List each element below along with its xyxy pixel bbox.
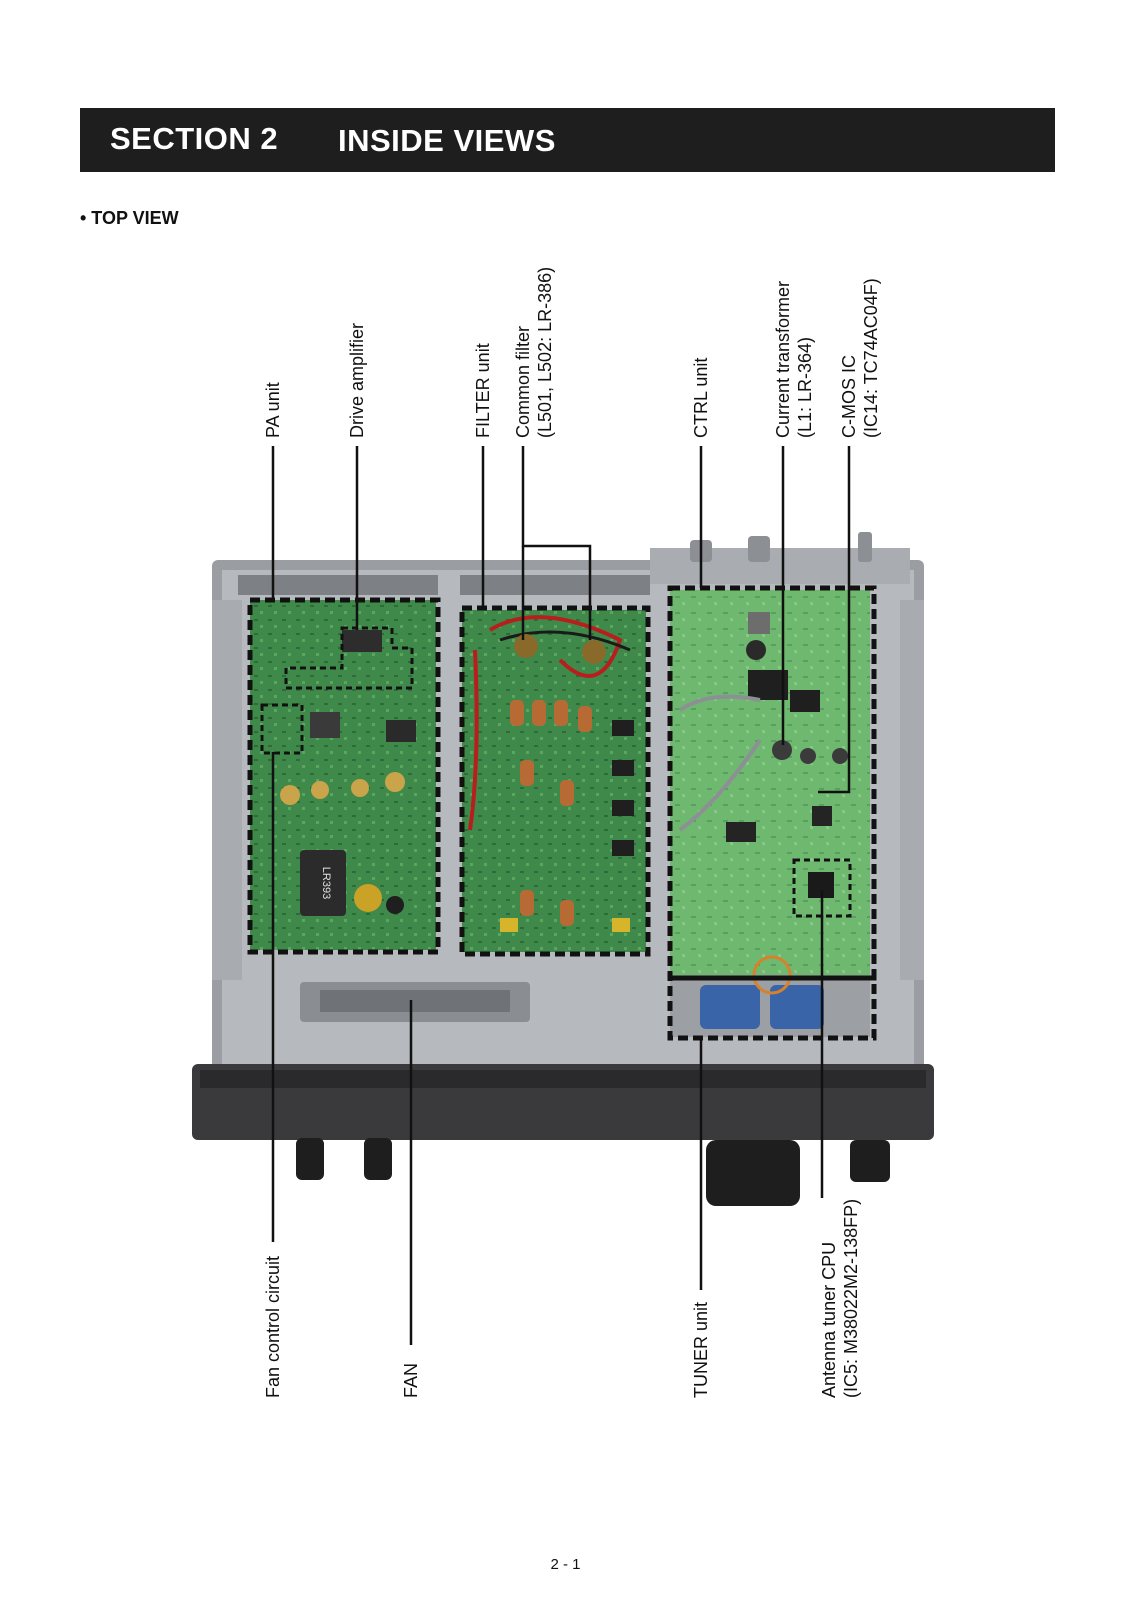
- tuner-unit-outline: [667, 975, 877, 1041]
- filter-unit-board: [462, 610, 646, 952]
- filter-unit-outline: [459, 605, 651, 957]
- callout-common-filter-right: [521, 446, 592, 640]
- transformer-lr393: [300, 850, 346, 916]
- ctrl-unit-outline: [667, 585, 877, 981]
- pa-unit-board: LR393: [250, 600, 436, 950]
- page-number: 2 - 1: [550, 1556, 581, 1573]
- section-header-bar: SECTION 2 INSIDE VIEWS: [80, 108, 1055, 172]
- drive-amplifier-outline: [284, 626, 414, 690]
- top-view-heading: • TOP VIEW: [80, 208, 179, 228]
- tuner-fan-area: [300, 955, 870, 1037]
- svg-text:LR393: LR393: [320, 867, 332, 899]
- pa-unit-outline: [247, 597, 441, 955]
- callout-cmos-ic: [818, 446, 851, 794]
- section-title: INSIDE VIEWS: [338, 123, 556, 158]
- ctrl-unit-board: [670, 590, 870, 975]
- front-panel: [192, 1064, 934, 1206]
- fan-control-outline: [260, 703, 304, 755]
- section-number: SECTION 2: [110, 121, 279, 156]
